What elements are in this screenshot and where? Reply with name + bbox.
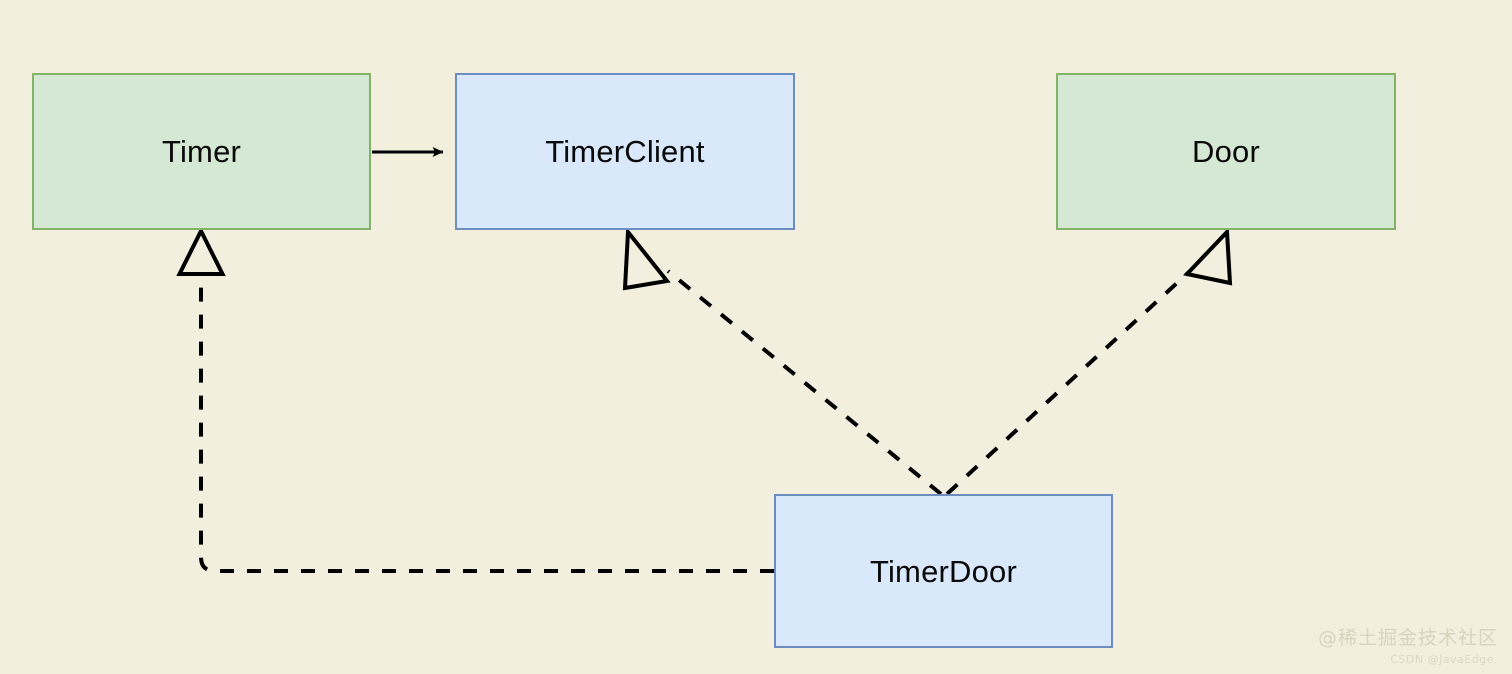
class-node-door-label: Door bbox=[1192, 134, 1260, 169]
class-node-door[interactable]: Door bbox=[1056, 73, 1396, 230]
class-node-timer[interactable]: Timer bbox=[32, 73, 371, 230]
class-node-timerdoor-label: TimerDoor bbox=[869, 553, 1018, 589]
class-node-timer-label: Timer bbox=[161, 134, 242, 169]
edge-timerdoor-realizes-timerclient bbox=[622, 226, 943, 496]
edge-timerdoor-realizes-timer bbox=[176, 226, 774, 573]
edge-timerdoor-realizes-door bbox=[945, 227, 1233, 496]
class-node-timerclient[interactable]: TimerClient bbox=[455, 73, 795, 230]
class-node-timerdoor[interactable]: TimerDoor bbox=[774, 494, 1113, 648]
class-node-timerclient-label: TimerClient bbox=[545, 134, 705, 169]
